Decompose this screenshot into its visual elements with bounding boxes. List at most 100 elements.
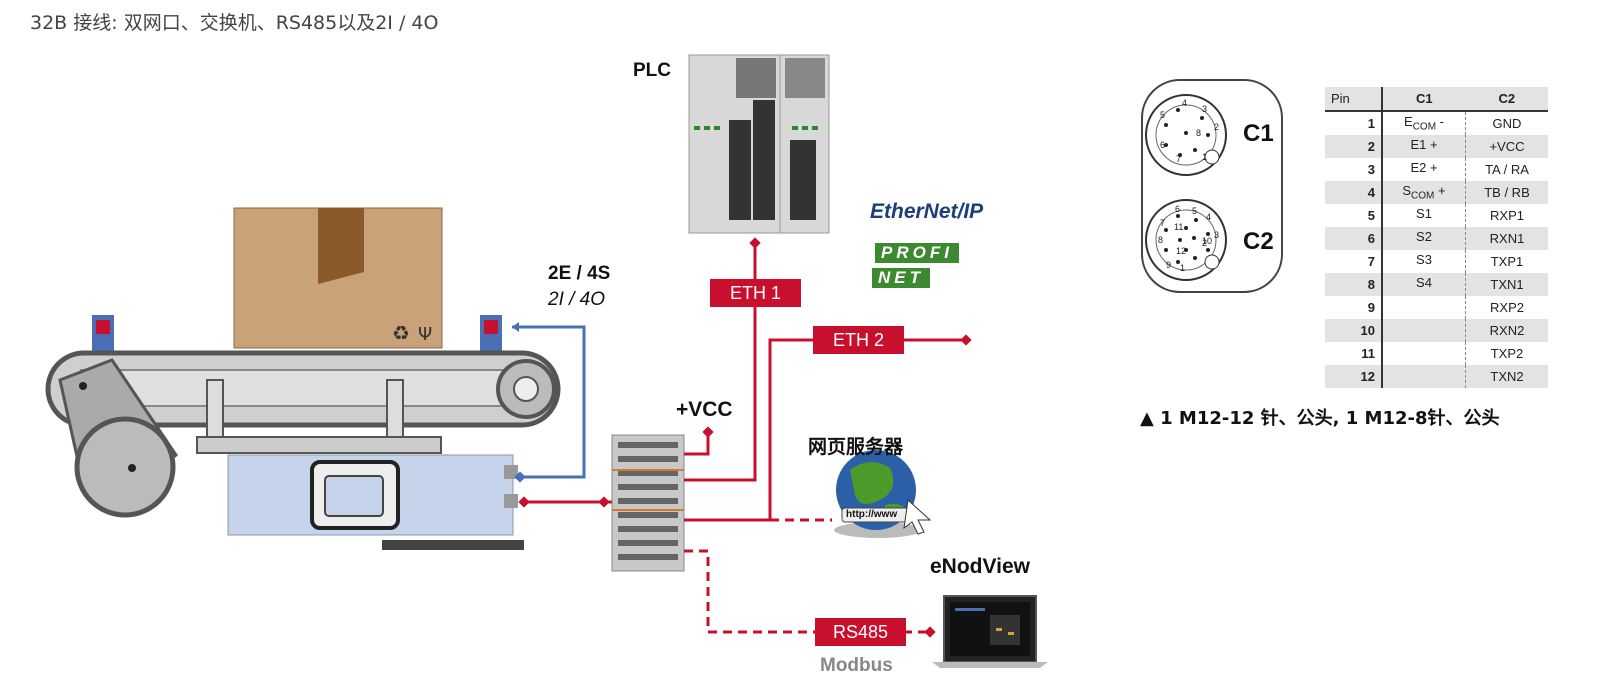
connector-c1-pin: 5 <box>1160 110 1165 120</box>
connector-c1-pin: 2 <box>1214 122 1219 132</box>
c1-signal <box>1382 365 1466 388</box>
pin-table-header: Pin C1 C2 <box>1325 87 1548 112</box>
connector-c2-pin: 9 <box>1166 260 1171 270</box>
connector-c1-pin: 1 <box>1202 152 1207 162</box>
page-title: 32B 接线: 双网口、交换机、RS485以及2I / 4O <box>30 12 439 34</box>
pin-number: 2 <box>1325 135 1383 158</box>
c1-signal <box>1382 342 1466 365</box>
c1-signal <box>1382 296 1466 319</box>
plc-label: PLC <box>633 60 671 81</box>
table-row: 9 RXP2 <box>1325 296 1548 319</box>
pin-number: 1 <box>1325 111 1383 135</box>
connector-c2-pin: 1 <box>1180 263 1185 273</box>
connector-c2-pin: 8 <box>1158 235 1163 245</box>
connector-c1-pin: 3 <box>1202 104 1207 114</box>
c2-signal: GND <box>1492 116 1522 131</box>
pin-number: 6 <box>1325 227 1383 250</box>
pin-number: 7 <box>1325 250 1383 273</box>
c1-signal-sub: COM <box>1412 121 1437 133</box>
c1-signal-main: S <box>1402 183 1412 199</box>
connector-c2-pin: 2 <box>1202 238 1207 248</box>
c2-signal: RXN2 <box>1465 319 1548 342</box>
connector-caption: ▲ 1 M12-12 针、公头, 1 M12-8针、公头 <box>1140 408 1500 429</box>
header-c2: C2 <box>1465 87 1548 112</box>
c1-signal: E1 + <box>1382 135 1466 158</box>
modbus-label: Modbus <box>820 655 893 676</box>
io-label: 2E / 4S <box>548 263 611 284</box>
c2-signal: TXP2 <box>1490 346 1524 361</box>
header-c1: C1 <box>1382 87 1466 112</box>
c2-signal: RXP1 <box>1490 208 1524 223</box>
table-row: 8 S4 TXN1 <box>1325 273 1548 296</box>
conveyor-illustration: ♻ Ψ <box>45 207 561 550</box>
profinet-logo-top: PROFI <box>875 243 959 263</box>
c2-signal: TXP1 <box>1490 254 1524 269</box>
pin-number: 10 <box>1325 319 1383 342</box>
globe-icon <box>834 450 932 538</box>
ethernetip-logo: EtherNet/IP <box>870 200 984 223</box>
connector-c2-pin: 5 <box>1192 206 1197 216</box>
c1-signal: S1 <box>1382 204 1466 227</box>
c1-signal-main: S2 <box>1416 229 1432 245</box>
profinet-logo-bottom: NET <box>872 268 930 288</box>
c1-signal: S2 <box>1382 227 1466 250</box>
c2-signal: TA / RA <box>1485 162 1529 177</box>
connector-c1-pin: 6 <box>1160 140 1165 150</box>
connector-c1-label: C1 <box>1243 120 1274 147</box>
connector-c2-pin: 4 <box>1206 212 1211 222</box>
c1-signal: S4 <box>1382 273 1466 296</box>
table-row: 10 RXN2 <box>1325 319 1548 342</box>
c1-signal <box>1382 319 1466 342</box>
table-row: 2 E1 + +VCC <box>1325 135 1548 158</box>
header-pin: Pin <box>1325 87 1383 112</box>
pin-number: 3 <box>1325 158 1383 181</box>
c2-signal: +VCC <box>1465 135 1548 158</box>
c1-signal-suffix: + <box>1434 183 1446 199</box>
laptop-icon <box>932 595 1048 668</box>
rs485-label: RS485 <box>815 618 906 646</box>
connector-c2-pin: 3 <box>1214 230 1219 240</box>
table-row: 7 S3 TXP1 <box>1325 250 1548 273</box>
c1-signal: E2 + <box>1382 158 1466 181</box>
connector-c2-pin: 12 <box>1176 246 1186 256</box>
pin-number: 4 <box>1325 181 1383 204</box>
c1-signal-main: E1 + <box>1410 137 1438 153</box>
connector-c2-pin: 10 <box>1202 236 1212 246</box>
c1-signal: S3 <box>1382 250 1466 273</box>
c1-signal-suffix: - <box>1436 114 1444 130</box>
pin-number: 11 <box>1325 342 1383 365</box>
connector-c2-pin: 6 <box>1175 204 1180 214</box>
svg-text:♻: ♻ <box>392 321 410 345</box>
pin-number: 12 <box>1325 365 1383 388</box>
c1-signal-main: S3 <box>1416 252 1432 268</box>
c2-signal: TXN1 <box>1465 273 1548 296</box>
eth2-label: ETH 2 <box>813 326 904 354</box>
pin-number: 8 <box>1325 273 1383 296</box>
vcc-label: +VCC <box>676 398 733 421</box>
c1-signal-main: S4 <box>1416 275 1432 291</box>
eth1-label: ETH 1 <box>710 279 801 307</box>
table-row: 6 S2 RXN1 <box>1325 227 1548 250</box>
c1-signal: SCOM + <box>1382 181 1466 204</box>
connector-c1-pin: 7 <box>1176 154 1181 164</box>
connector-c2-pin: 11 <box>1174 222 1183 232</box>
c2-signal: RXN1 <box>1465 227 1548 250</box>
url-label: http://www <box>846 509 898 520</box>
pin-number: 9 <box>1325 296 1383 319</box>
c2-signal: RXP2 <box>1490 300 1524 315</box>
connector-c1-pin: 8 <box>1196 128 1201 138</box>
svg-text:Ψ: Ψ <box>418 324 432 345</box>
m12-connector-illustration <box>1141 79 1283 293</box>
c1-signal: ECOM - <box>1382 111 1466 135</box>
webserver-label: 网页服务器 <box>808 436 904 458</box>
enodview-label: eNodView <box>930 555 1030 578</box>
table-row: 11 TXP2 <box>1325 342 1548 365</box>
pin-number: 5 <box>1325 204 1383 227</box>
c1-signal-sub: COM <box>1411 190 1435 202</box>
